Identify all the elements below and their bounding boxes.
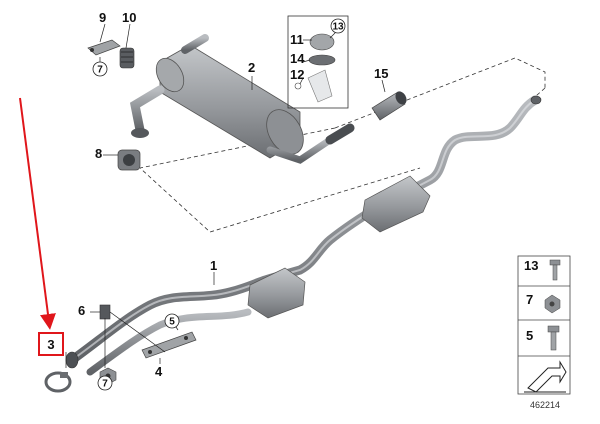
label-part-6: 6 [78, 303, 85, 318]
rear-muffler [129, 34, 355, 164]
svg-text:7: 7 [102, 379, 108, 390]
label-part-7-circled-bottom: 7 [97, 375, 113, 391]
label-part-7-circled-top: 7 [92, 61, 108, 77]
svg-text:3: 3 [47, 337, 54, 352]
tailpipe-trim-part-15 [371, 91, 407, 121]
label-part-12: 12 [290, 67, 304, 82]
nut-icon [544, 294, 561, 314]
front-pipe-assembly [65, 95, 542, 376]
screw-icon [549, 259, 561, 281]
legend-label-5: 5 [526, 328, 533, 343]
label-part-3-highlighted: 3 [38, 332, 64, 356]
torque-arrow-icon [524, 360, 567, 393]
diagram-number: 462214 [530, 400, 560, 410]
label-part-8: 8 [95, 146, 102, 161]
fastener-legend: 13 7 5 [517, 255, 571, 395]
bolt-icon [547, 325, 560, 351]
svg-text:13: 13 [332, 22, 344, 33]
legend-label-13: 13 [524, 258, 538, 273]
label-part-1: 1 [210, 258, 217, 273]
legend-label-7: 7 [526, 292, 533, 307]
label-part-10: 10 [122, 10, 136, 25]
label-part-11: 11 [290, 32, 304, 47]
label-part-4: 4 [155, 364, 163, 379]
label-part-14: 14 [290, 51, 305, 66]
label-part-2: 2 [248, 60, 255, 75]
bracket-part-4 [141, 331, 197, 359]
label-part-13-circled: 13 [330, 18, 346, 34]
svg-text:7: 7 [97, 65, 103, 76]
label-part-15: 15 [374, 66, 388, 81]
mount-part-6 [99, 304, 111, 320]
bracket-part-9 [87, 39, 121, 56]
label-part-9: 9 [99, 10, 106, 25]
red-annotation-arrow [19, 97, 56, 330]
clamp-part-3 [44, 371, 72, 393]
label-part-5-circled: 5 [164, 313, 180, 329]
rubber-mount-part-8 [117, 149, 141, 171]
svg-text:5: 5 [169, 317, 175, 328]
spring-mount-part-10 [119, 47, 135, 69]
